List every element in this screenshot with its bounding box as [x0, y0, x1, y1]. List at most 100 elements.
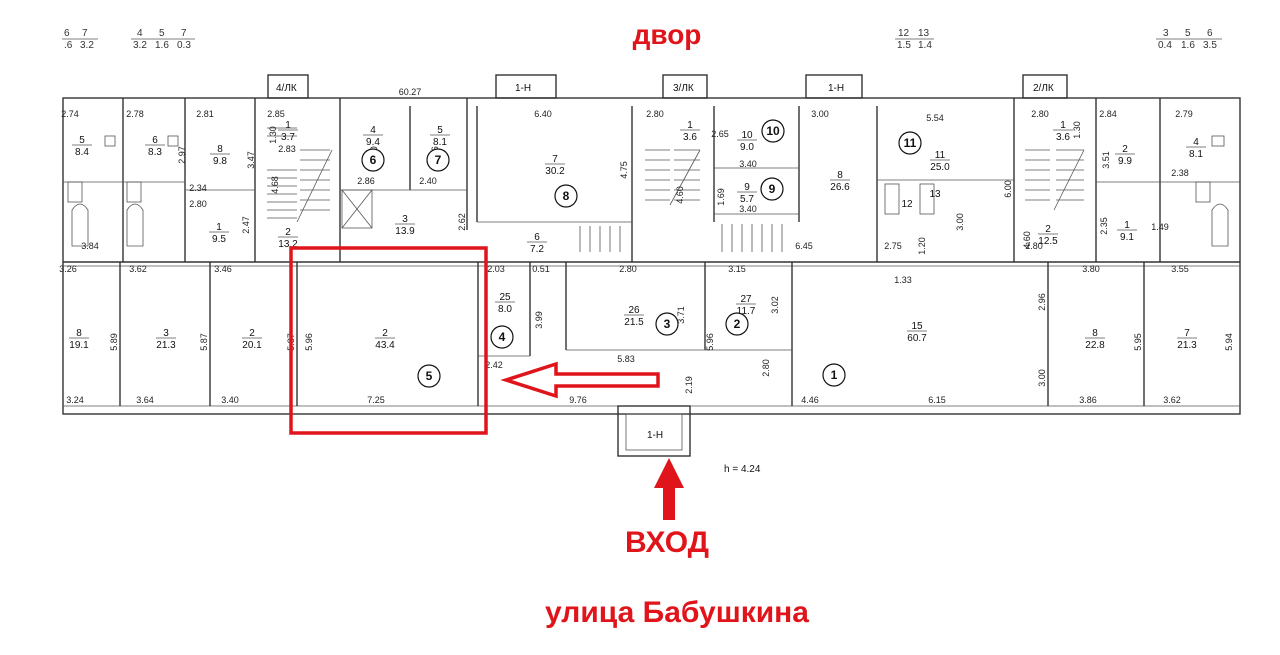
dimension-label: 4.60 — [1022, 231, 1032, 249]
top-note-3b: 1.5 — [897, 40, 911, 51]
dimension-label: 2.34 — [189, 183, 207, 193]
room-number: 5 — [79, 135, 85, 146]
dimension-label: 3.40 — [221, 395, 239, 405]
top-note-4d: 1.6 — [1181, 40, 1195, 51]
room-label: 58.4 — [72, 135, 92, 158]
room-area: 7.2 — [530, 244, 544, 255]
room-number: 12 — [901, 199, 913, 210]
room-label: 213.2 — [278, 227, 298, 250]
marker-circle — [554, 184, 578, 208]
room-number: 6 — [534, 232, 540, 243]
dimension-label: 3.46 — [214, 264, 232, 274]
room-area: 60.7 — [907, 333, 927, 344]
room-area: 9.0 — [740, 142, 754, 153]
dimension-label: 1.49 — [1151, 222, 1169, 232]
top-note-3a: 12 — [898, 28, 910, 39]
room-label: 48.1 — [1186, 137, 1206, 160]
marker-8: 8 — [554, 184, 578, 208]
dimension-label: 2.84 — [1099, 109, 1117, 119]
stair-label-2lk: 2/ЛК — [1033, 83, 1054, 94]
room-label: 68.3 — [145, 135, 165, 158]
top-note-2e: 7 — [181, 28, 187, 39]
room-number: 26 — [628, 305, 640, 316]
room-label: 819.1 — [69, 328, 89, 351]
top-note-1a: 6 — [64, 28, 70, 39]
dimension-label: 2.96 — [1037, 293, 1047, 311]
dimension-label: 3.55 — [1171, 264, 1189, 274]
room-area: 43.4 — [375, 340, 395, 351]
marker-circle — [725, 312, 749, 336]
room-label: 89.8 — [210, 144, 230, 167]
room-area: 21.3 — [1177, 340, 1197, 351]
dimension-label: 2.38 — [1171, 168, 1189, 178]
room-area: 9.5 — [212, 234, 226, 245]
marker-number: 7 — [435, 153, 442, 167]
yard-caption: двор — [633, 19, 702, 50]
room-area: 3.7 — [281, 132, 295, 143]
dimension-label: 5.96 — [705, 333, 715, 351]
room-number: 5 — [437, 125, 443, 136]
dimension-label: 2.78 — [126, 109, 144, 119]
dimension-label: 1.33 — [894, 275, 912, 285]
room-number: 2 — [1045, 224, 1051, 235]
dimension-label: 2.47 — [241, 216, 251, 234]
room-number: 2 — [1122, 144, 1128, 155]
top-note-1d: 3.2 — [80, 40, 94, 51]
dimension-label: 3.51 — [1101, 151, 1111, 169]
dimension-label: 2.65 — [711, 129, 729, 139]
stair-labels: 4/ЛК 1-Н 3/ЛК 1-Н 2/ЛК 1-Н — [276, 83, 1054, 441]
room-area: 8.4 — [75, 147, 89, 158]
room-area: 8.1 — [1189, 149, 1203, 160]
dimension-label: 6.15 — [928, 395, 946, 405]
room-area: 8.0 — [498, 304, 512, 315]
room-label: 67.2 — [527, 232, 547, 255]
room-area: 9.9 — [1118, 156, 1132, 167]
room-area: 9.1 — [1120, 232, 1134, 243]
room-area: 9.8 — [213, 156, 227, 167]
marker-number: 2 — [734, 317, 741, 331]
dimension-label: 2.85 — [267, 109, 285, 119]
room-area: 21.5 — [624, 317, 644, 328]
marker-1: 1 — [822, 363, 846, 387]
marker-6: 6 — [361, 148, 385, 172]
top-note-3d: 1.4 — [918, 40, 932, 51]
room-label: 220.1 — [242, 328, 262, 351]
room-area: 26.6 — [830, 182, 850, 193]
marker-circle — [761, 119, 785, 143]
dimension-label: 3.40 — [739, 204, 757, 214]
marker-number: 9 — [769, 182, 776, 196]
marker-7: 7 — [426, 148, 450, 172]
room-number: 1 — [1060, 120, 1066, 131]
dimension-label: 3.86 — [1079, 395, 1097, 405]
room-number: 27 — [740, 294, 752, 305]
room-number: 6 — [152, 135, 158, 146]
dimension-label: 3.84 — [81, 241, 99, 251]
stair-label-3lk: 3/ЛК — [673, 83, 694, 94]
dimension-label: 4.60 — [675, 186, 685, 204]
marker-9: 9 — [760, 177, 784, 201]
top-note-3c: 13 — [918, 28, 930, 39]
room-label: 109.0 — [737, 130, 757, 153]
dimension-label: 5.96 — [304, 333, 314, 351]
dimension-label: 3.24 — [66, 395, 84, 405]
room-label: 13.6 — [1053, 120, 1073, 143]
room-number: 3 — [163, 328, 169, 339]
room-label: 258.0 — [495, 292, 515, 315]
dimension-label: 3.02 — [770, 296, 780, 314]
room-label: 321.3 — [156, 328, 176, 351]
dimension-label: 1.69 — [716, 188, 726, 206]
top-notes: 6 .6 7 3.2 4 3.2 5 1.6 7 0.3 12 1.5 13 1… — [62, 28, 1222, 51]
room-number: 13 — [929, 189, 941, 200]
room-area: 3.6 — [1056, 132, 1070, 143]
entrance-caption: ВХОД — [625, 526, 709, 559]
marker-circle — [417, 364, 441, 388]
dimension-label: 2.74 — [61, 109, 79, 119]
room-number: 2 — [249, 328, 255, 339]
top-note-1b: .6 — [64, 40, 73, 51]
arrow-to-room-5 — [500, 361, 660, 399]
dimension-label: 2.03 — [487, 264, 505, 274]
